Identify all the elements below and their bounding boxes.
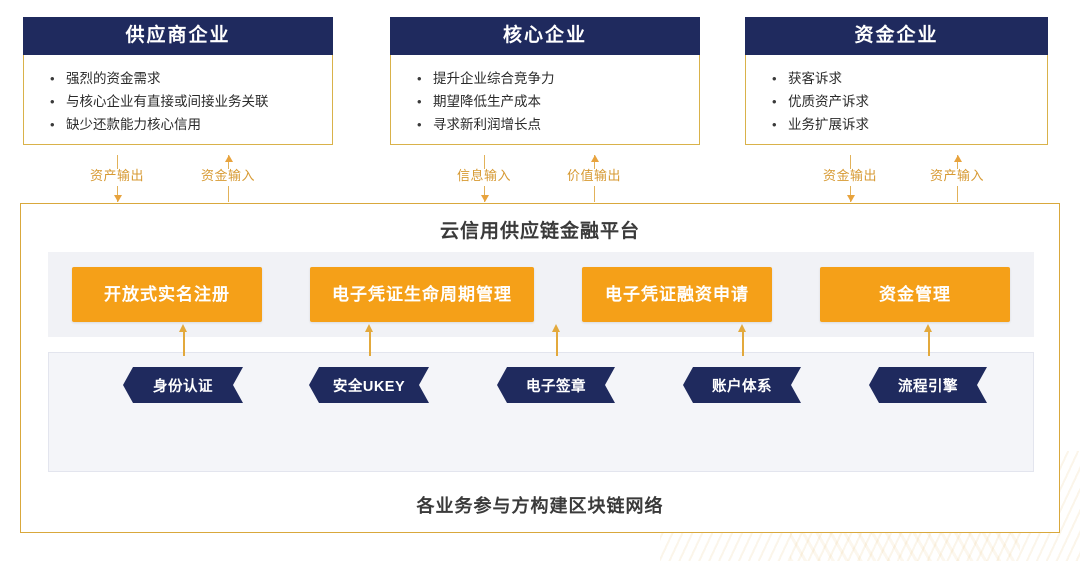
- flow-connector-line: [484, 155, 485, 169]
- capability-connector-line: [556, 330, 558, 356]
- flow-connector-line: [484, 186, 485, 202]
- arrow-up-icon: [924, 324, 932, 332]
- flow-connector-line: [228, 155, 229, 169]
- service-box[interactable]: 电子凭证生命周期管理: [310, 267, 534, 322]
- flow-label: 信息输入: [456, 168, 512, 183]
- platform-services-row: 开放式实名注册 电子凭证生命周期管理 电子凭证融资申请 资金管理: [48, 252, 1034, 337]
- flow-connector-line: [850, 186, 851, 202]
- flow-connector-line: [594, 155, 595, 169]
- card-bullet: 业务扩展诉求: [746, 113, 1047, 136]
- platform-title: 云信用供应链金融平台: [439, 221, 640, 242]
- capability-hexagon[interactable]: 身份认证: [123, 367, 243, 403]
- card-bullet: 获客诉求: [746, 67, 1047, 90]
- arrow-down-icon: [480, 195, 489, 202]
- card-body: 获客诉求 优质资产诉求 业务扩展诉求: [745, 55, 1048, 145]
- card-bullet: 寻求新利润增长点: [391, 113, 699, 136]
- card-bullet: 与核心企业有直接或间接业务关联: [24, 90, 332, 113]
- arrow-up-icon: [179, 324, 187, 332]
- flow-connector-line: [957, 155, 958, 169]
- flow-label: 价值输出: [566, 168, 622, 183]
- flow-label: 资金输出: [822, 168, 878, 183]
- arrow-up-icon: [738, 324, 746, 332]
- participant-card-core: 核心企业 提升企业综合竞争力 期望降低生产成本 寻求新利润增长点: [390, 17, 700, 145]
- capability-connector-line: [183, 330, 185, 356]
- card-bullet: 缺少还款能力核心信用: [24, 113, 332, 136]
- flow-connector-line: [228, 186, 229, 202]
- capability-connector-line: [742, 330, 744, 356]
- flow-label: 资产输入: [929, 168, 985, 183]
- card-bullet: 提升企业综合竞争力: [391, 67, 699, 90]
- arrow-up-icon: [552, 324, 560, 332]
- card-body: 提升企业综合竞争力 期望降低生产成本 寻求新利润增长点: [390, 55, 700, 145]
- arrow-up-icon: [365, 324, 373, 332]
- platform-footer-caption: 各业务参与方构建区块链网络: [416, 496, 664, 516]
- capability-hexagon[interactable]: 流程引擎: [869, 367, 987, 403]
- service-box[interactable]: 开放式实名注册: [72, 267, 262, 322]
- flow-label: 资金输入: [200, 168, 256, 183]
- card-title: 核心企业: [390, 17, 700, 55]
- capability-hexagon[interactable]: 电子签章: [497, 367, 615, 403]
- capability-connector-line: [369, 330, 371, 356]
- card-title: 供应商企业: [23, 17, 333, 55]
- arrow-up-icon: [953, 155, 962, 162]
- card-bullet: 强烈的资金需求: [24, 67, 332, 90]
- capability-hexagon[interactable]: 安全UKEY: [309, 367, 429, 403]
- flow-connector-line: [117, 186, 118, 202]
- participant-card-supplier: 供应商企业 强烈的资金需求 与核心企业有直接或间接业务关联 缺少还款能力核心信用: [23, 17, 333, 145]
- participant-card-funder: 资金企业 获客诉求 优质资产诉求 业务扩展诉求: [745, 17, 1048, 145]
- arrow-up-icon: [224, 155, 233, 162]
- capability-connector-line: [928, 330, 930, 356]
- arrow-down-icon: [113, 195, 122, 202]
- card-title: 资金企业: [745, 17, 1048, 55]
- platform-container: 云信用供应链金融平台 开放式实名注册 电子凭证生命周期管理 电子凭证融资申请 资…: [20, 203, 1060, 533]
- arrow-up-icon: [590, 155, 599, 162]
- capability-hexagon[interactable]: 账户体系: [683, 367, 801, 403]
- flow-connector-line: [117, 155, 118, 169]
- card-bullet: 优质资产诉求: [746, 90, 1047, 113]
- flow-connector-line: [850, 155, 851, 169]
- arrow-down-icon: [846, 195, 855, 202]
- flow-label: 资产输出: [89, 168, 145, 183]
- flow-connector-line: [594, 186, 595, 202]
- service-box[interactable]: 电子凭证融资申请: [582, 267, 772, 322]
- flow-connector-line: [957, 186, 958, 202]
- service-box[interactable]: 资金管理: [820, 267, 1010, 322]
- card-bullet: 期望降低生产成本: [391, 90, 699, 113]
- card-body: 强烈的资金需求 与核心企业有直接或间接业务关联 缺少还款能力核心信用: [23, 55, 333, 145]
